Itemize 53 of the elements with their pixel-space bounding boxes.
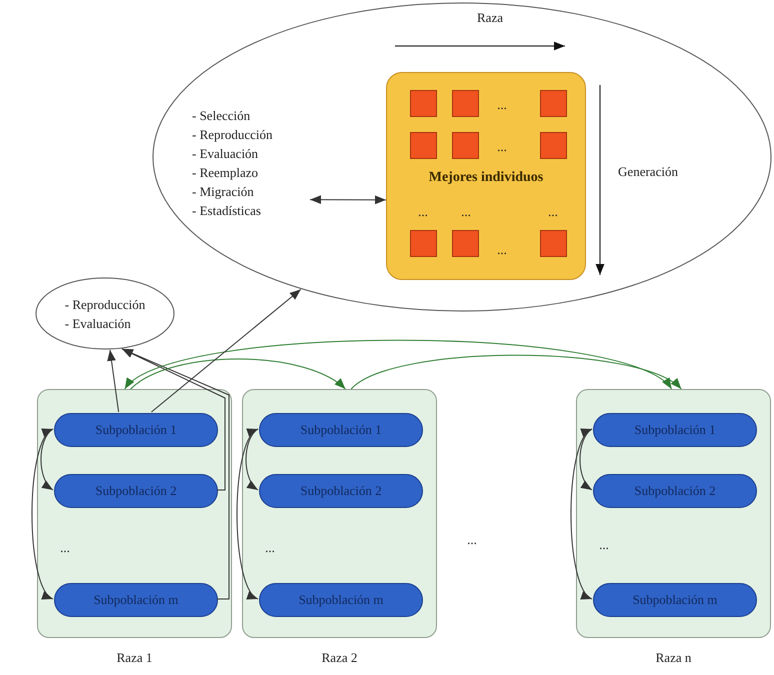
arrow bbox=[350, 354, 682, 390]
race-label: Raza 1 bbox=[116, 650, 152, 666]
pill-text: Subpoblación 2 bbox=[634, 483, 716, 499]
pill-text: Subpoblación 1 bbox=[300, 422, 382, 438]
ellipsis-text: ... bbox=[418, 204, 428, 220]
population-grid bbox=[386, 72, 586, 280]
arrow bbox=[122, 348, 226, 490]
subpopulation-pill bbox=[259, 413, 423, 447]
axis-label: Raza bbox=[477, 10, 503, 26]
race-label: Raza n bbox=[656, 650, 692, 666]
arrow bbox=[150, 288, 302, 412]
task-ellipse bbox=[35, 277, 175, 350]
arrow bbox=[40, 428, 54, 490]
ellipsis-text: ... bbox=[60, 540, 70, 556]
ellipsis-text: ... bbox=[599, 537, 609, 553]
arrow bbox=[124, 340, 672, 390]
ellipsis-text: ... bbox=[497, 97, 507, 113]
ellipsis-text: ... bbox=[497, 139, 507, 155]
pill-text: Subpoblación m bbox=[632, 592, 718, 608]
subpopulation-pill bbox=[54, 474, 218, 508]
arrow bbox=[310, 195, 386, 204]
pill-text: Subpoblación 2 bbox=[300, 483, 382, 499]
pill-text: Subpoblación 1 bbox=[95, 422, 177, 438]
arrow bbox=[236, 428, 258, 600]
step-list: - Selección - Reproducción - Evaluación - Reemplazo - Migración - Estadísticas bbox=[192, 106, 310, 220]
pill-text: Subpoblación 1 bbox=[634, 422, 716, 438]
arrow bbox=[122, 348, 230, 600]
subpopulation-pill bbox=[593, 413, 757, 447]
subpopulation-pill bbox=[593, 474, 757, 508]
arrow bbox=[130, 358, 346, 390]
process-ellipse bbox=[152, 2, 772, 312]
subpopulation-pill bbox=[593, 583, 757, 617]
subpopulation-pill bbox=[54, 413, 218, 447]
arrow bbox=[580, 428, 592, 490]
arrow bbox=[246, 428, 258, 490]
subpopulation-pill bbox=[54, 583, 218, 617]
ellipsis-text: ... bbox=[497, 242, 507, 258]
race-label: Raza 2 bbox=[322, 650, 358, 666]
pill-text: Subpoblación m bbox=[94, 592, 178, 608]
ellipsis-text: ... bbox=[548, 204, 558, 220]
arrow bbox=[570, 428, 592, 600]
axis-label: Generación bbox=[618, 164, 678, 180]
arrow bbox=[32, 428, 54, 600]
ellipsis-text: ... bbox=[265, 540, 275, 556]
pill-text: Subpoblación 2 bbox=[95, 483, 177, 499]
ellipsis-text: ... bbox=[467, 532, 477, 548]
subpopulation-pill bbox=[259, 474, 423, 508]
subpopulation-pill bbox=[259, 583, 423, 617]
pill-text: Subpoblación m bbox=[298, 592, 384, 608]
grid-title: Mejores individuos bbox=[428, 170, 544, 186]
arrow bbox=[107, 349, 120, 412]
ellipse-text: - Reproducción - Evaluación bbox=[64, 296, 146, 332]
ellipsis-text: ... bbox=[461, 204, 471, 220]
